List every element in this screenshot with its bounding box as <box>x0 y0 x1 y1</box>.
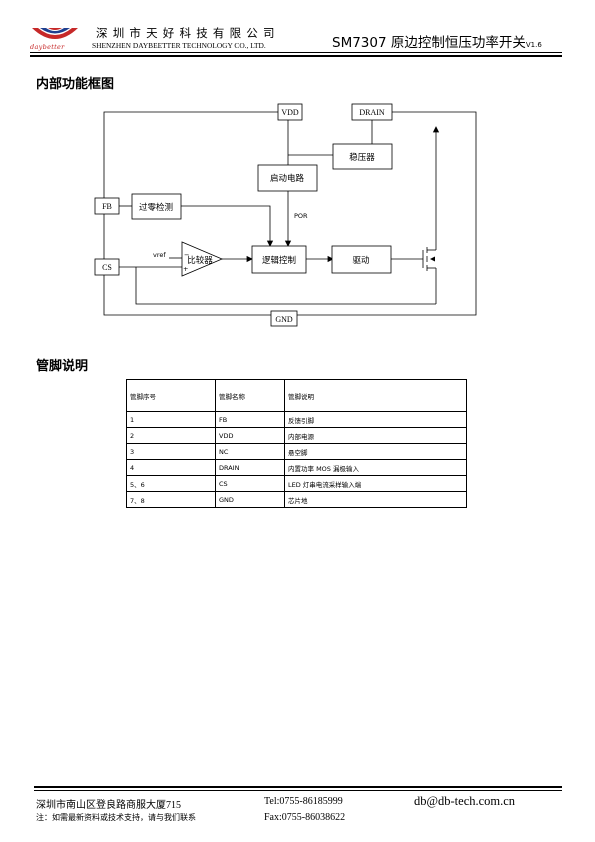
pin-name-cell: DRAIN <box>215 459 285 476</box>
pin-number-cell: 3 <box>126 443 216 460</box>
section-title-block-diagram: 内部功能框图 <box>36 77 115 92</box>
pin-description-cell: 反馈引脚 <box>284 411 467 428</box>
section-title-pin-description: 管脚说明 <box>36 359 89 374</box>
company-address: 深圳市南山区登良路商服大厦715 <box>36 800 181 811</box>
pin-fb-box <box>94 197 120 215</box>
zero-detect-box <box>131 193 182 220</box>
arrow-logic-driver <box>327 255 334 263</box>
pin-number-cell: 5、6 <box>126 475 216 492</box>
pin-description-cell: 内部电源 <box>284 427 467 444</box>
pin-number-cell: 4 <box>126 459 216 476</box>
pin-fb-label: FB <box>102 202 112 211</box>
company-name-cn: 深圳市天好科技有限公司 <box>96 26 280 40</box>
startup-label: 启动电路 <box>270 173 305 184</box>
footer-rule <box>34 790 562 791</box>
logic-label: 逻辑控制 <box>262 255 296 266</box>
wire-detect-logic <box>181 205 271 245</box>
comparator-label: 比较器 <box>187 255 213 266</box>
table-row: 4 DRAIN 内置功率 MOS 漏极输入 <box>126 459 467 476</box>
wire-outer-left <box>103 111 278 316</box>
company-name-en: SHENZHEN DAYBEETTER TECHNOLOGY CO., LTD. <box>92 41 266 50</box>
arrow-detect-logic <box>266 240 274 247</box>
document-title: SM7307 原边控制恒压功率开关V1.6 <box>332 31 542 51</box>
table-header-pin-number: 管脚序号 <box>126 379 216 412</box>
driver-label: 驱动 <box>352 255 370 266</box>
pin-description-table: 管脚序号 管脚名称 管脚说明 1 FB 反馈引脚 2 VDD 内部电源 3 NC… <box>126 379 467 508</box>
table-row: 7、8 GND 芯片地 <box>126 491 467 508</box>
arrow-comp-logic <box>246 255 253 263</box>
arrow-startup-logic <box>284 240 292 247</box>
comparator-minus: − <box>184 251 189 259</box>
company-logo <box>32 28 78 39</box>
pin-number-cell: 7、8 <box>126 491 216 508</box>
zero-detect-label: 过零检测 <box>139 202 173 213</box>
pin-name-cell: VDD <box>215 427 285 444</box>
pin-description-cell: LED 灯串电流采样输入端 <box>284 475 467 492</box>
pin-vdd-box <box>277 103 303 121</box>
contact-note: 注：如需最新资料或技术支持，请与我们联系 <box>36 813 196 822</box>
document-title-text: SM7307 原边控制恒压功率开关 <box>332 35 526 51</box>
pin-vdd-label: VDD <box>281 108 299 117</box>
diagram-blocks <box>94 103 393 327</box>
logo-arc-center <box>48 28 62 30</box>
header-rule-bold <box>30 55 562 57</box>
table-row: 1 FB 反馈引脚 <box>126 411 467 428</box>
wire-outer-right <box>297 111 477 316</box>
pin-description-cell: 悬空脚 <box>284 443 467 460</box>
logic-box <box>251 245 307 274</box>
pin-name-cell: GND <box>215 491 285 508</box>
logo-wordmark: daybetter <box>30 43 65 51</box>
startup-box <box>257 164 318 192</box>
pin-number-cell: 2 <box>126 427 216 444</box>
pin-description-cell: 内置功率 MOS 漏极输入 <box>284 459 467 476</box>
wire-cs-source <box>135 267 436 305</box>
footer-rule-bold <box>34 786 562 788</box>
table-row: 2 VDD 内部电源 <box>126 427 467 444</box>
comparator-symbol <box>181 241 224 277</box>
pin-number-cell: 1 <box>126 411 216 428</box>
pin-drain-box <box>351 103 393 121</box>
table-row: 5、6 CS LED 灯串电流采样输入端 <box>126 475 467 492</box>
table-header-pin-name: 管脚名称 <box>215 379 285 412</box>
logo-arc-red <box>32 28 78 39</box>
pin-cs-label: CS <box>102 263 112 272</box>
vref-label: vref <box>153 251 166 259</box>
pin-gnd-box <box>270 310 298 327</box>
pin-name-cell: NC <box>215 443 285 460</box>
regulator-label: 稳压器 <box>349 152 375 163</box>
arrow-drain <box>432 126 440 133</box>
email-address: db@db-tech.com.cn <box>414 794 516 808</box>
logo-arc-blue <box>40 28 70 34</box>
pin-description-cell: 芯片地 <box>284 491 467 508</box>
pin-gnd-label: GND <box>275 315 293 324</box>
pin-name-cell: FB <box>215 411 285 428</box>
telephone: Tel:0755-86185999 <box>264 796 343 807</box>
diagram-wires <box>103 111 477 316</box>
fax-number: Fax:0755-86038622 <box>264 812 346 823</box>
mos-arrow <box>430 256 435 262</box>
pin-name-cell: CS <box>215 475 285 492</box>
regulator-box <box>332 143 393 170</box>
por-label: POR <box>294 212 308 220</box>
driver-box <box>331 245 392 274</box>
pin-drain-label: DRAIN <box>359 108 385 117</box>
comparator-plus: + <box>183 265 188 273</box>
table-row: 3 NC 悬空脚 <box>126 443 467 460</box>
table-header-pin-description: 管脚说明 <box>284 379 467 412</box>
document-version: V1.6 <box>525 41 542 49</box>
pin-cs-box <box>94 258 120 276</box>
table-header-row: 管脚序号 管脚名称 管脚说明 <box>126 379 467 412</box>
header-rule <box>30 52 562 53</box>
